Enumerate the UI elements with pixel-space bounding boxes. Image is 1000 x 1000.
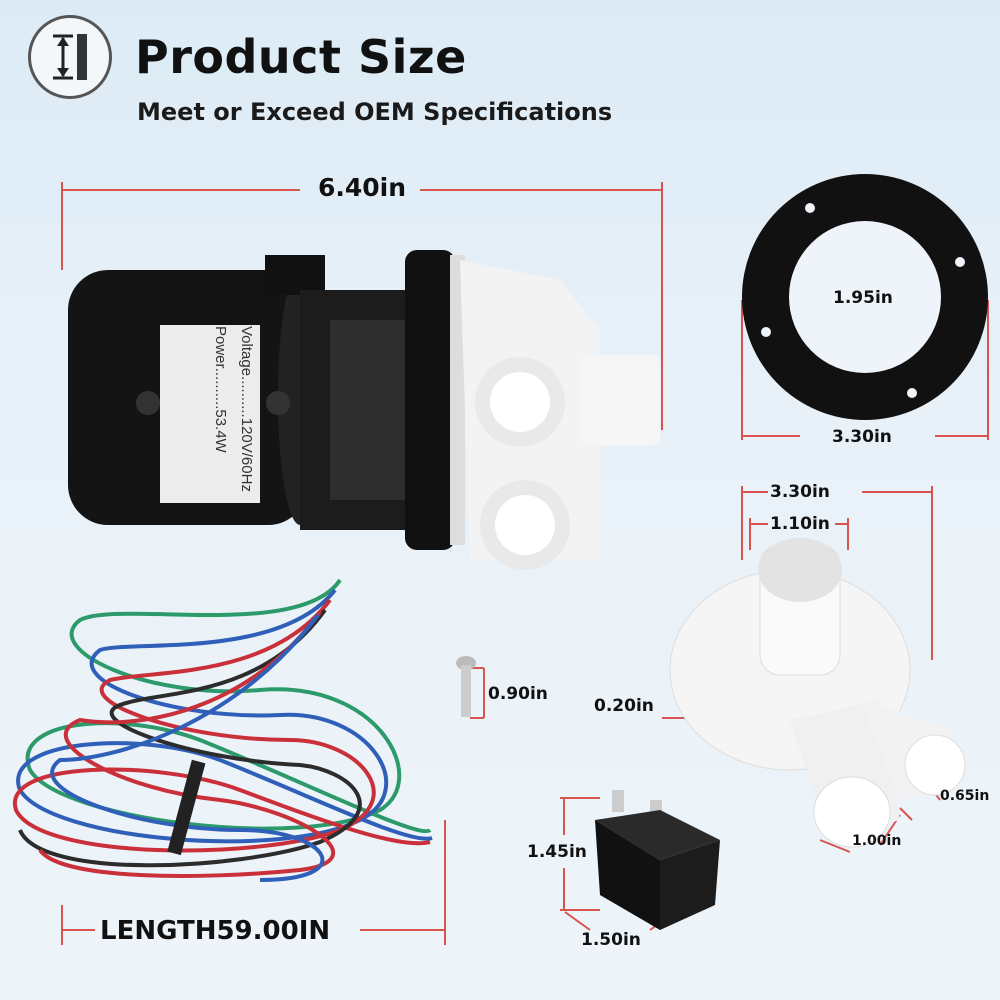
capacitor-width-dimension: 1.50in <box>581 930 641 950</box>
mounting-ring <box>742 174 988 420</box>
capacitor-height-dimension: 1.45in <box>527 842 587 862</box>
ruler-measure-icon <box>28 15 112 99</box>
page-subtitle: Meet or Exceed OEM Specifications <box>137 98 613 126</box>
wire-harness <box>12 578 433 882</box>
voltage-rating: Voltage..........120V/60Hz <box>238 326 255 492</box>
pump-head <box>669 538 966 848</box>
cable-tie <box>167 759 206 856</box>
capacitor <box>595 790 720 930</box>
motor-length-dimension: 6.40in <box>318 173 407 202</box>
motor-rating-label: Voltage..........120V/60Hz Power........… <box>160 325 260 503</box>
small-port-dimension: 0.65in <box>940 788 990 804</box>
ring-outer-dimension: 3.30in <box>832 427 892 447</box>
page-title: Product Size <box>135 30 467 84</box>
motor <box>68 250 660 570</box>
screw <box>456 656 476 717</box>
ring-inner-dimension: 1.95in <box>833 288 893 308</box>
power-rating: Power..........53.4W <box>212 326 229 453</box>
screw-length-dimension: 0.90in <box>488 684 548 704</box>
outlet-diameter-dimension: 1.10in <box>770 514 830 534</box>
large-port-dimension: 1.00in <box>852 833 902 849</box>
hole-dimension: 0.20in <box>594 696 654 716</box>
pump-head-width-dimension: 3.30in <box>770 482 830 502</box>
wire-length-dimension: LENGTH59.00IN <box>100 916 331 946</box>
